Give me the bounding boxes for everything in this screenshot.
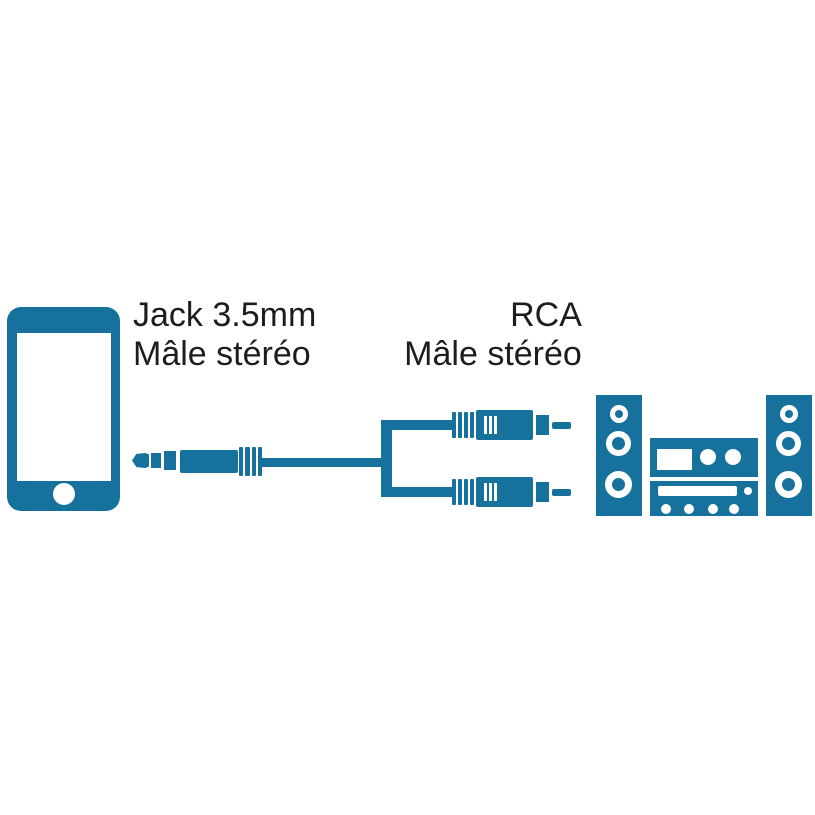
cd-player-button [744, 487, 752, 495]
rca-strain-relief [452, 412, 474, 438]
receiver-unit [650, 438, 758, 477]
cd-player-button [684, 504, 694, 514]
rca-grip-lines [484, 416, 497, 434]
speaker-woofer [775, 471, 802, 498]
smartphone-icon [7, 307, 120, 511]
cd-player-button [661, 504, 671, 514]
cd-player-button [708, 504, 718, 514]
rca-plug-icon-bottom [452, 477, 572, 507]
rca-label-title: RCA [510, 296, 582, 334]
jack-strain-relief [239, 447, 262, 476]
jack-tip [132, 453, 149, 468]
rca-plug-icon-top [452, 410, 572, 440]
rca-collar [536, 415, 549, 435]
jack-barrel [180, 450, 238, 473]
rca-body [476, 410, 533, 440]
jack-label-subtitle: Mâle stéréo [133, 335, 311, 373]
receiver-knob [700, 449, 716, 465]
receiver-knob [725, 449, 741, 465]
speaker-tweeter [780, 405, 798, 423]
jack-ring-segment [164, 451, 176, 470]
cable-branch-top [390, 420, 453, 430]
speaker-mid-driver [606, 431, 631, 456]
speaker-mid-driver [776, 431, 801, 456]
speaker-right [766, 395, 812, 516]
rca-collar [536, 482, 549, 502]
cable-split-junction [381, 420, 392, 497]
smartphone-home-button [53, 483, 75, 505]
rca-pin [552, 489, 571, 496]
rca-grip-lines [484, 483, 497, 501]
cable-main-run [260, 458, 382, 467]
rca-strain-relief [452, 479, 474, 505]
jack-ring-segment [151, 453, 161, 468]
speaker-woofer [605, 471, 632, 498]
cd-player-unit [650, 481, 758, 516]
cable-branch-bottom [390, 487, 453, 497]
receiver-display [657, 449, 692, 470]
speaker-tweeter [610, 405, 628, 423]
rca-label-subtitle: Mâle stéréo [404, 335, 582, 373]
rca-pin [552, 422, 571, 429]
speaker-left [596, 395, 642, 516]
rca-body [476, 477, 533, 507]
cd-player-button [729, 504, 739, 514]
jack-label-title: Jack 3.5mm [133, 296, 317, 334]
cd-slot [658, 486, 737, 496]
smartphone-screen [17, 333, 111, 481]
